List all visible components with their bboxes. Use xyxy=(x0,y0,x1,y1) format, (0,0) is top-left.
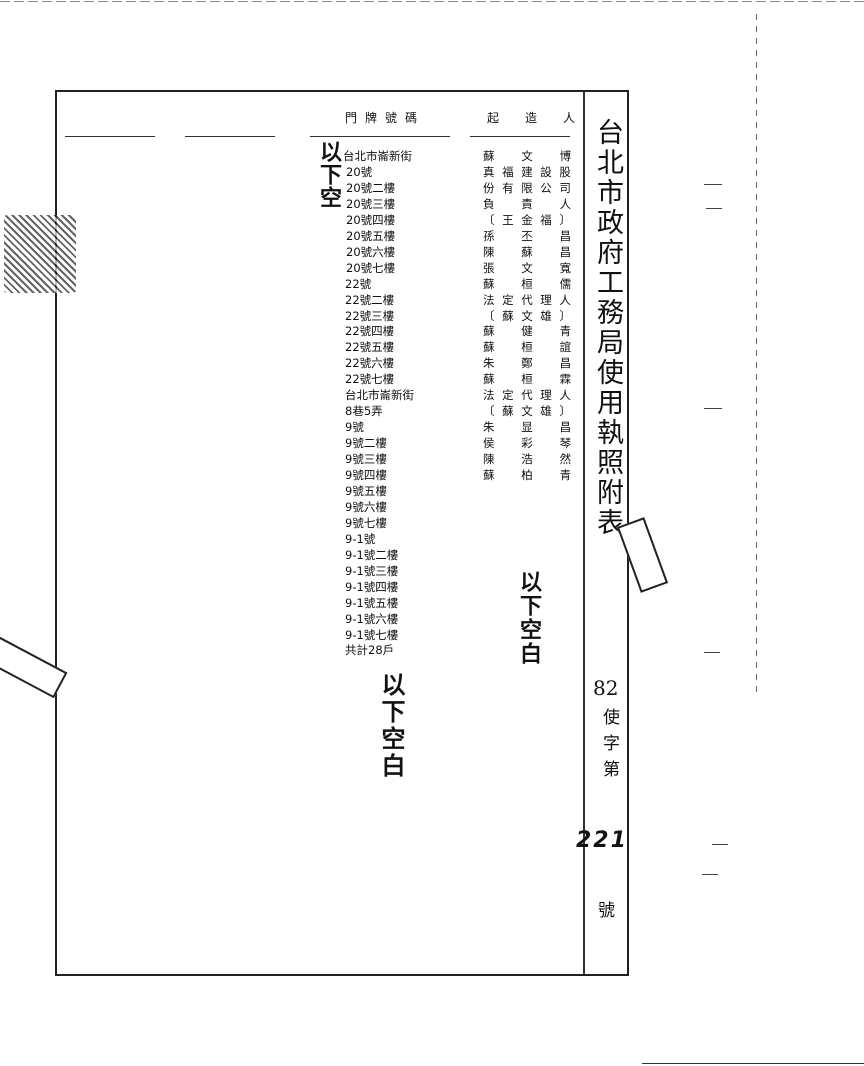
address-line: 20號六樓 xyxy=(346,244,396,259)
scan-top-line xyxy=(0,1,864,2)
margin-tick-6 xyxy=(702,874,718,875)
address-line: 9號四樓 xyxy=(345,468,387,482)
margin-tick-4 xyxy=(704,652,720,653)
column-divider-title xyxy=(583,92,585,974)
owner-line: 陳浩然 xyxy=(483,452,598,467)
handwritten-blank-note-owner: 以下空白 xyxy=(516,570,541,666)
address-line: 20號七樓 xyxy=(346,260,396,275)
owner-line: 法定代理人 xyxy=(483,292,579,307)
address-line: 9號二樓 xyxy=(345,436,387,451)
address-line: 9-1號五樓 xyxy=(345,595,399,610)
address-line: 20號 xyxy=(346,164,373,179)
owner-line: 法定代理人 xyxy=(483,388,579,403)
owner-line: 張文寬 xyxy=(483,260,598,275)
page-title: 台北市政府工務局使用執照附表 xyxy=(592,118,623,538)
owner-line: 蘇文博 xyxy=(483,149,598,163)
address-line: 9號五樓 xyxy=(345,483,387,498)
address-line: 20號二樓 xyxy=(346,180,396,195)
header-rule-mid xyxy=(185,136,275,137)
owner-line: 陳蘇昌 xyxy=(483,244,598,259)
address-line: 台北市崙新街 xyxy=(345,388,414,403)
owner-line: 蘇桓霖 xyxy=(483,372,598,387)
license-number: 221 xyxy=(576,828,628,853)
address-line: 9號六樓 xyxy=(345,499,387,514)
address-line: 22號二樓 xyxy=(345,292,395,307)
scan-artifact-left-stamp xyxy=(4,215,76,293)
scan-edge-line xyxy=(756,14,757,694)
header-rule-owner xyxy=(470,136,570,137)
owner-line: 朱显昌 xyxy=(483,420,598,435)
address-line: 22號四樓 xyxy=(345,324,395,339)
scan-bottom-line xyxy=(642,1063,864,1064)
owner-line: 份有限公司 xyxy=(483,180,579,195)
address-line: 9-1號三樓 xyxy=(345,563,399,578)
address-line: 9-1號 xyxy=(345,531,376,546)
address-line: 20號四樓 xyxy=(346,212,396,227)
handwritten-blank-note-address-bottom: 以下空白 xyxy=(377,672,405,780)
address-line: 台北市崙新街 xyxy=(343,149,412,163)
address-header: 門牌號碼 xyxy=(345,111,426,125)
owner-line: 蘇桓儒 xyxy=(483,276,598,291)
license-year: 82 xyxy=(593,676,619,700)
address-line: 22號七樓 xyxy=(345,372,395,387)
owner-line: 負責人 xyxy=(483,196,598,211)
address-line: 8巷5弄 xyxy=(345,404,383,419)
header-rule-left xyxy=(65,136,155,137)
owner-line: 蘇桓誼 xyxy=(483,340,598,355)
address-line: 22號六樓 xyxy=(345,356,395,371)
address-line: 共計28戶 xyxy=(345,643,395,658)
address-line: 9-1號四樓 xyxy=(345,579,399,594)
owner-line: 侯彩琴 xyxy=(483,436,598,451)
header-rule-address xyxy=(310,136,450,137)
address-line: 9-1號二樓 xyxy=(345,547,399,562)
owner-line: 〔蘇文雄〕 xyxy=(483,404,579,419)
owner-line: 〔王金福〕 xyxy=(483,212,579,227)
address-line: 9號 xyxy=(345,420,364,435)
margin-tick-1 xyxy=(704,184,722,185)
address-line: 20號五樓 xyxy=(346,228,396,243)
owner-line: 蘇柏青 xyxy=(483,468,598,482)
address-line: 22號五樓 xyxy=(345,340,395,355)
applicant-header: 起造人 xyxy=(487,111,602,125)
address-line: 9-1號六樓 xyxy=(345,611,399,626)
handwritten-blank-note-address-top: 以下空 xyxy=(316,140,341,209)
margin-tick-5 xyxy=(712,844,728,845)
owner-line: 真福建設股 xyxy=(483,164,579,179)
address-line: 9號七樓 xyxy=(345,515,387,530)
license-prefix: 使字第 xyxy=(599,708,619,786)
address-line: 22號三樓 xyxy=(345,308,395,323)
address-line: 9號三樓 xyxy=(345,452,387,467)
owner-line: 朱鄭昌 xyxy=(483,356,598,371)
margin-tick-2 xyxy=(706,208,722,209)
owner-line: 〔蘇文雄〕 xyxy=(483,308,579,323)
license-suffix: 號 xyxy=(598,901,615,921)
address-line: 22號 xyxy=(345,276,372,291)
address-line: 9-1號七樓 xyxy=(345,627,399,642)
margin-tick-3 xyxy=(704,408,722,409)
owner-line: 孫丕昌 xyxy=(483,228,598,243)
address-line: 20號三樓 xyxy=(346,196,396,211)
owner-line: 蘇健青 xyxy=(483,324,598,339)
